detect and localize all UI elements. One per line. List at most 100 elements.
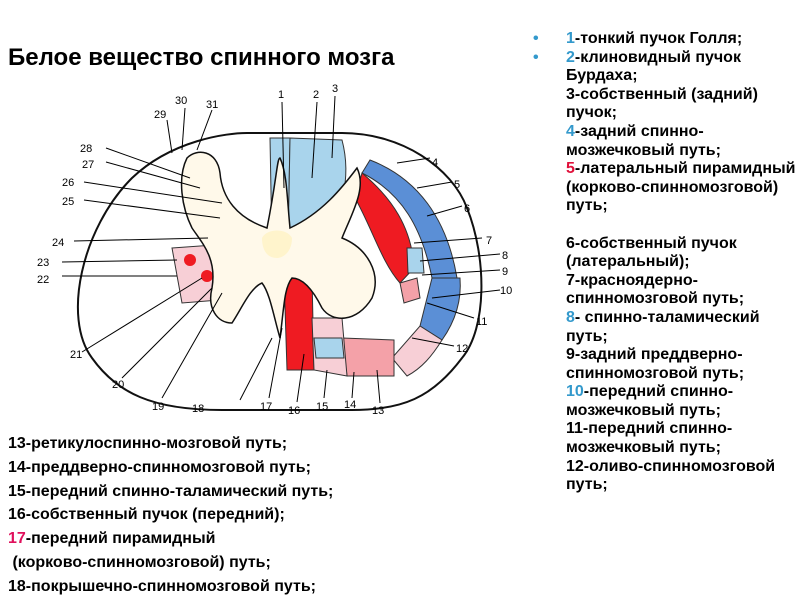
legend-text: -клиновидный пучок Бурдаха; [566,48,741,85]
legend-num: 1 [566,30,575,47]
legend-item: 5-латеральный пирамидный (корково-спинно… [530,160,798,216]
legend-item: 18-покрышечно-спинномозговой путь; [8,575,528,599]
diagram-label-1: 1 [278,89,284,101]
legend-num: 15 [8,482,26,500]
legend-text: -передний пирамидный [25,530,216,548]
diagram-label-4: 4 [432,157,438,169]
legend-text: -задний преддверно-спинномозговой путь; [566,346,745,382]
tract-reticulospinal [341,337,395,377]
legend-num: 14 [8,458,26,476]
diagram-label-10: 10 [500,285,512,297]
tract-rubrospinal [399,277,421,304]
tract-spinothalamic [406,247,425,274]
diagram-label-2: 2 [313,89,319,101]
legend-num: 7 [566,271,575,289]
legend-text: -тонкий пучок Голля; [574,30,743,47]
legend-text: -передний спинно-таламический путь; [25,482,334,500]
page-title: Белое вещество спинного мозга [8,44,395,71]
legend-item: 8- спинно-таламический путь; [530,309,798,346]
diagram-label-8: 8 [502,250,508,262]
diagram-label-26: 26 [62,177,74,189]
legend-num: 13 [8,435,26,452]
legend-item: 16-собственный пучок (передний); [8,503,528,527]
legend-num: 11 [566,420,583,438]
diagram-label-9: 9 [502,266,508,278]
diagram-label-11: 11 [476,316,487,328]
diagram-label-7: 7 [486,235,492,247]
legend-item: 6-собственный пучок (латеральный); [530,235,798,272]
legend-text: -ретикулоспинно-мозговой путь; [25,435,288,452]
tract-legend-right: 1-тонкий пучок Голля; 2-клиновидный пучо… [530,30,798,495]
diagram-label-3: 3 [332,83,338,95]
legend-num: 8 [566,308,575,326]
diagram-label-13: 13 [372,405,384,417]
legend-item: 10-передний спинно-мозжечковый путь; [530,383,798,420]
diagram-label-12: 12 [456,343,468,355]
legend-num: 10 [566,383,584,401]
tract-anterior-spinothalamic [313,337,345,359]
diagram-label-17: 17 [260,401,272,413]
legend-num: 17 [8,530,26,548]
diagram-label-28: 28 [80,143,92,155]
diagram-label-15: 15 [316,401,328,413]
diagram-label-29: 29 [154,109,166,121]
legend-item: 2-клиновидный пучок Бурдаха; [530,49,798,86]
tract-olivospinal [391,325,443,377]
tract-vestibulospinal [283,275,315,371]
diagram-label-23: 23 [37,257,49,269]
diagram-label-25: 25 [62,196,74,208]
legend-item: 17-передний пирамидный [8,527,528,551]
legend-item: 1-тонкий пучок Голля; [530,30,798,49]
legend-num: 18 [8,577,26,595]
diagram-label-14: 14 [344,399,356,411]
legend-num: 16 [8,506,26,524]
legend-item: 11-передний спинно-мозжечковый путь; [530,420,798,457]
legend-item: 15-передний спинно-таламический путь; [8,480,528,504]
tract-lateral-corticospinal [354,172,415,284]
diagram-label-16: 16 [288,405,300,417]
diagram-label-19: 19 [152,401,164,413]
diagram-label-6: 6 [464,203,470,215]
legend-item: 7-красноядерно-спинномозговой путь; [530,272,798,309]
left-spot-2 [201,270,213,282]
legend-text: -собственный (задний) пучок; [566,85,758,122]
legend-text: (корково-спинномозговой) путь; [8,553,271,571]
legend-text: -преддверно-спинномозговой путь; [25,458,311,476]
legend-text: -передний спинно-мозжечковый путь; [566,383,734,419]
legend-item: 13-ретикулоспинно-мозговой путь; [8,432,528,456]
left-spot-1 [184,254,196,266]
legend-num: 9 [566,346,575,364]
legend-num: 5 [566,160,575,178]
legend-item: 9-задний преддверно-спинномозговой путь; [530,346,798,383]
diagram-label-18: 18 [192,403,204,415]
legend-text: -оливо-спинномозговой путь; [566,457,776,494]
diagram-label-30: 30 [175,95,187,107]
legend-num: 12 [566,457,584,475]
tract-legend-bottom: 13-ретикулоспинно-мозговой путь; 14-пред… [8,432,528,599]
legend-text: -передний спинно-мозжечковый путь; [566,420,733,457]
legend-num: 2 [566,48,575,66]
legend-num: 3 [566,85,575,103]
legend-item: 4-задний спинно-мозжечковый путь; [530,123,798,160]
diagram-label-22: 22 [37,274,49,286]
diagram-label-20: 20 [112,379,124,391]
spinal-cord-diagram: 1 2 3 4 5 6 7 8 9 10 11 12 13 14 15 16 1… [37,83,512,417]
legend-item: 12-оливо-спинномозговой путь; [530,458,798,495]
legend-text: -красноядерно-спинномозговой путь; [566,271,745,308]
legend-item: (корково-спинномозговой) путь; [8,551,528,575]
diagram-label-31: 31 [206,99,218,111]
legend-text: -латеральный пирамидный (корково-спинном… [566,160,796,215]
diagram-label-5: 5 [454,179,460,191]
legend-num: 6 [566,234,575,252]
legend-text: -покрышечно-спинномозговой путь; [25,577,316,595]
diagram-label-21: 21 [70,349,82,361]
legend-text: - спинно-таламический путь; [566,308,760,345]
diagram-label-27: 27 [82,159,94,171]
diagram-label-24: 24 [52,237,64,249]
legend-text: -задний спинно-мозжечковый путь; [566,122,721,159]
legend-item: 14-преддверно-спинномозговой путь; [8,456,528,480]
legend-text: -собственный пучок (передний); [25,506,285,524]
legend-num: 4 [566,122,575,140]
legend-item: 3-собственный (задний) пучок; [530,86,798,123]
legend-text: -собственный пучок (латеральный); [566,234,737,271]
